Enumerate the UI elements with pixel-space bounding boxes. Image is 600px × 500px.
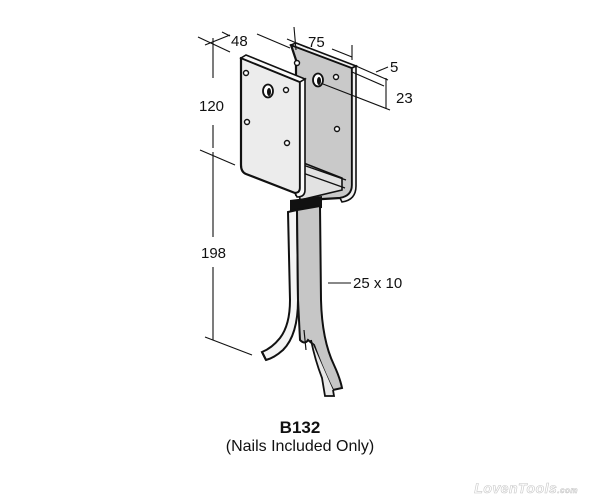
watermark-brand: LovenTools bbox=[474, 480, 558, 497]
product-subtitle: (Nails Included Only) bbox=[225, 438, 375, 455]
dim-label-48: 48 bbox=[231, 33, 248, 50]
watermark-logo: LovenTools.com bbox=[474, 480, 578, 497]
front-plate bbox=[239, 54, 307, 198]
dimension-lines bbox=[197, 26, 391, 356]
dim-label-75: 75 bbox=[308, 34, 325, 51]
dim-label-120: 120 bbox=[199, 98, 224, 115]
spike bbox=[260, 196, 344, 397]
product-code: B132 bbox=[279, 418, 321, 437]
dim-label-section: 25 x 10 bbox=[353, 275, 402, 292]
dim-label-198: 198 bbox=[201, 245, 226, 262]
back-plate bbox=[288, 42, 358, 203]
dim-label-23: 23 bbox=[396, 90, 413, 107]
dim-label-5: 5 bbox=[390, 59, 398, 76]
watermark-suffix: .com bbox=[557, 486, 578, 496]
